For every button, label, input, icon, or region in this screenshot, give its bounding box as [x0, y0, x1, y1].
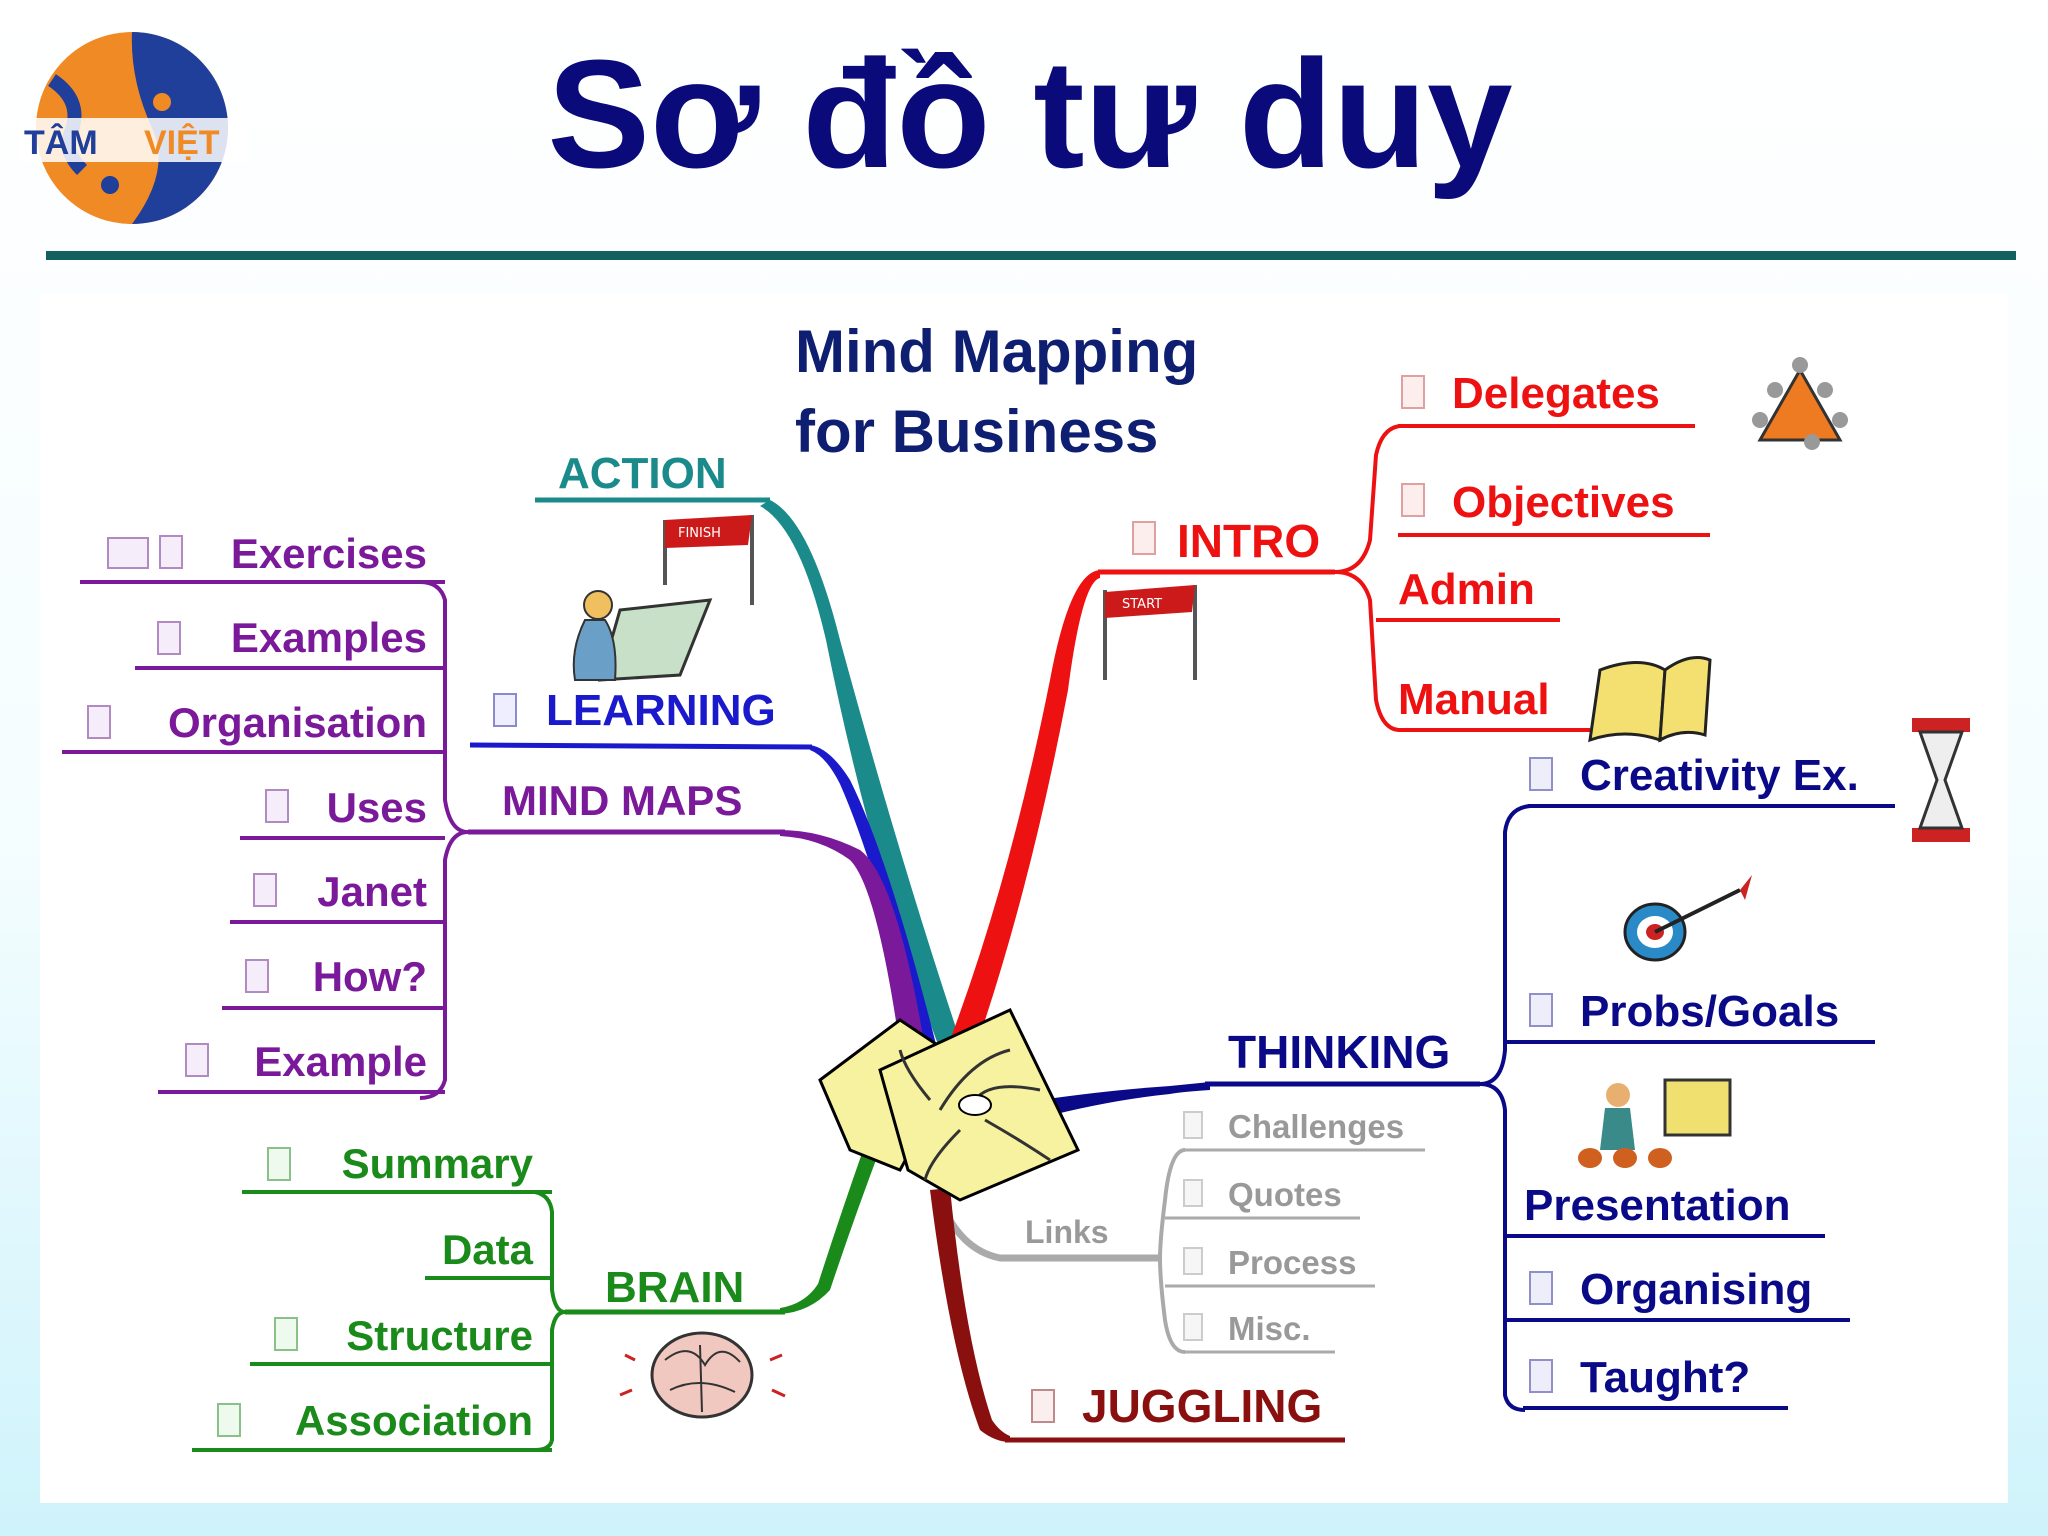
thinking-subtree: [1479, 804, 1895, 1412]
target-dart-icon: [1623, 875, 1752, 962]
document-icon: [1529, 1271, 1553, 1305]
mindmap-title-line2: for Business: [795, 398, 1158, 465]
mind-maps-item-examples: Examples: [231, 614, 427, 661]
document-icon: [1183, 1179, 1203, 1207]
branch-juggling: [930, 1188, 1010, 1442]
document-icon: [185, 1043, 209, 1077]
document-icon: [265, 789, 289, 823]
intro-doc-icons: [1132, 375, 1425, 555]
central-mindmap-image: [818, 1008, 1081, 1202]
document-icon: [1401, 375, 1425, 409]
brain-item-structure: Structure: [346, 1312, 533, 1359]
learning-label: LEARNING: [546, 686, 776, 735]
book-icon: [107, 537, 149, 569]
mind-maps-doc-icons: [87, 535, 289, 1077]
intro-item-admin: Admin: [1398, 565, 1535, 614]
mind-maps-item-uses: Uses: [327, 784, 427, 831]
mind-maps-item-example: Example: [254, 1038, 427, 1085]
document-icon: [267, 1147, 291, 1181]
intro-item-objectives: Objectives: [1452, 478, 1675, 527]
logo-text-right: VIỆT: [144, 124, 220, 162]
brain-item-association: Association: [295, 1397, 533, 1444]
branch-action: [760, 500, 960, 1050]
start-flag-icon: START: [1103, 585, 1197, 680]
document-icon: [245, 959, 269, 993]
thinking-label: THINKING: [1228, 1026, 1450, 1078]
mind-maps-label: MIND MAPS: [502, 777, 742, 824]
juggling-document-icon: [1031, 1389, 1055, 1423]
finish-flag-icon: FINISH: [663, 515, 754, 605]
mind-maps-item-exercises: Exercises: [231, 530, 427, 577]
document-icon: [87, 705, 111, 739]
brain-icon: [619, 1331, 786, 1419]
person-drawing-icon: [572, 590, 713, 682]
branch-intro: [950, 570, 1100, 1050]
juggling-label: JUGGLING: [1082, 1380, 1322, 1432]
document-icon: [1401, 483, 1425, 517]
document-icon: [217, 1403, 241, 1437]
thinking-item-probs-goals: Probs/Goals: [1580, 987, 1839, 1036]
learning-underline: [469, 742, 813, 750]
brain-item-data: Data: [442, 1226, 534, 1273]
intro-item-delegates: Delegates: [1452, 369, 1660, 418]
document-icon: [253, 873, 277, 907]
action-label: ACTION: [558, 449, 727, 498]
links-item-challenges: Challenges: [1228, 1108, 1404, 1145]
mindmap-title-line1: Mind Mapping: [795, 318, 1198, 385]
finish-flag-text: FINISH: [678, 526, 721, 541]
document-icon: [1529, 993, 1553, 1027]
branch-thinking: [1040, 1082, 1210, 1118]
brain-subtree: [192, 1190, 566, 1452]
document-icon: [159, 535, 183, 569]
thinking-doc-icons: [1529, 757, 1553, 1393]
thinking-item-taught: Taught?: [1580, 1353, 1750, 1402]
document-icon: [1529, 1359, 1553, 1393]
intro-subtree: [1334, 424, 1710, 732]
brain-item-summary: Summary: [342, 1140, 534, 1187]
page-title: Sơ đồ tư duy: [547, 28, 1513, 200]
presenter-icon: [1578, 1078, 1732, 1168]
logo-text-left: TÂM: [24, 124, 98, 162]
title-divider: [46, 251, 2016, 260]
links-item-quotes: Quotes: [1228, 1176, 1342, 1213]
mind-maps-item-janet: Janet: [317, 868, 427, 915]
brain-label: BRAIN: [605, 1263, 744, 1312]
mind-maps-subtree: [62, 580, 469, 1100]
mind-maps-item-how: How?: [313, 953, 427, 1000]
document-icon: [1529, 757, 1553, 791]
start-flag-text: START: [1122, 597, 1162, 612]
thinking-item-presentation: Presentation: [1524, 1181, 1791, 1230]
links-item-process: Process: [1228, 1244, 1356, 1281]
links-doc-icons: [1183, 1111, 1203, 1341]
thinking-item-organising: Organising: [1580, 1265, 1812, 1314]
learning-document-icon: [493, 693, 517, 727]
mind-maps-item-organisation: Organisation: [168, 699, 427, 746]
document-icon: [157, 621, 181, 655]
thinking-item-creativity: Creativity Ex.: [1580, 751, 1859, 800]
intro-item-manual: Manual: [1398, 675, 1550, 724]
intro-label: INTRO: [1177, 515, 1320, 567]
meeting-table-icon: [1752, 357, 1848, 450]
open-book-icon: [1588, 656, 1712, 743]
document-icon: [1183, 1247, 1203, 1275]
document-icon: [274, 1317, 298, 1351]
links-label: Links: [1025, 1214, 1109, 1250]
links-subtree: [1158, 1148, 1425, 1354]
document-icon: [1183, 1313, 1203, 1341]
tam-viet-logo: TÂM VIỆT: [20, 32, 248, 224]
document-icon: [1132, 521, 1156, 555]
links-item-misc: Misc.: [1228, 1310, 1311, 1347]
brain-doc-icons: [217, 1147, 298, 1437]
hourglass-icon: [1912, 718, 1970, 842]
mind-map-panel: [40, 293, 2008, 1503]
document-icon: [1183, 1111, 1203, 1139]
branch-brain: [780, 1108, 895, 1314]
